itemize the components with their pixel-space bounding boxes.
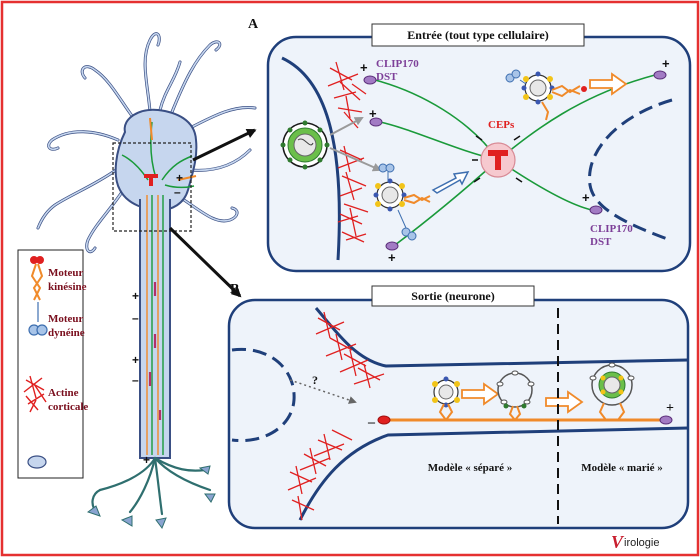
legend-dynein-line2: dynéine — [48, 327, 85, 339]
panel-b-model-separe: Modèle « séparé » — [428, 462, 513, 474]
panel-a-plus-2: + — [369, 106, 377, 121]
panel-a-clip-top-2: DST — [376, 71, 398, 83]
axon — [139, 199, 171, 459]
axon-minus-2: – — [132, 373, 139, 387]
legend-dynein-icon — [28, 302, 48, 336]
panel-a-actin — [327, 61, 369, 243]
panel-b-title-box — [371, 285, 535, 307]
panel-a-ceps-label: CEPs — [488, 119, 515, 131]
soma-kinesin-tracks — [149, 117, 197, 181]
soma-plus: + — [176, 171, 183, 185]
axon-polarity-signs: + – + – + + – — [132, 171, 183, 467]
panel-b-vesicle-1 — [496, 370, 535, 421]
soma-inset-box — [112, 142, 192, 232]
panel-a-signs: + + + + + — [360, 56, 670, 265]
legend: Moteur kinésine Moteur dynéine Actine co… — [17, 249, 88, 479]
panel-b-hollow-arrow-2 — [545, 390, 584, 414]
legend-actin-icon — [23, 375, 47, 413]
arrow-to-panel-a — [192, 128, 257, 162]
panel-b-model-marie: Modèle « marié » — [581, 462, 663, 474]
panel-a-centrosome — [472, 135, 523, 183]
soma-centrosome — [144, 174, 158, 186]
legend-actin-line1: Actine — [48, 387, 79, 399]
panel-a-hollow-arrow-orange — [589, 72, 628, 96]
panel-b-minus-end-cap — [377, 415, 391, 425]
axon-minus-1: – — [132, 311, 139, 325]
panel-a-membrane-left — [281, 56, 341, 261]
virologie-logo: V irologie — [611, 532, 659, 552]
panel-b-plus-end-cap — [659, 415, 673, 425]
panel-a-gray-arrow-2 — [329, 147, 382, 172]
panel-b-minus: – — [367, 415, 376, 430]
legend-kinesin-icon — [30, 256, 44, 301]
panel-a-capsid-upper — [505, 69, 587, 121]
panel-b-hollow-arrow-1 — [461, 382, 500, 406]
logo-initial: V — [611, 532, 625, 552]
legend-dynein-line1: Moteur — [48, 313, 84, 325]
panel-b: B Sortie (neurone) ? – + — [227, 282, 690, 530]
soma — [114, 108, 198, 212]
panel-b-frame — [227, 298, 690, 530]
neuron: + – + – + + – — [36, 32, 257, 530]
panel-a-plus-5: + — [582, 190, 590, 205]
axon-microtubules — [146, 195, 164, 455]
soma-axon-join — [141, 198, 169, 212]
panel-b-nucleus — [231, 347, 296, 443]
panel-a-clip-tips — [363, 70, 667, 251]
panel-a: A Entrée (tout type cellulaire) — [248, 17, 692, 273]
panel-b-married-particle — [589, 362, 635, 421]
panel-b-letter: B — [230, 282, 239, 297]
panel-a-title: Entrée (tout type cellulaire) — [407, 28, 548, 42]
axon-cargo — [148, 282, 162, 420]
axon-terminals — [91, 456, 212, 516]
panel-a-title-box — [371, 23, 585, 47]
panel-b-dotted-arrow — [289, 379, 357, 404]
legend-kinesin-line1: Moteur — [48, 267, 84, 279]
axon-plus-3: + — [143, 453, 150, 467]
panel-a-plus-3: + — [388, 250, 396, 265]
panel-a-nucleus — [588, 98, 673, 242]
panel-a-capsid-lower — [373, 163, 431, 241]
synaptic-boutons — [86, 465, 216, 530]
legend-actin-line2: corticale — [48, 401, 88, 413]
panel-a-clip-bottom-1: CLIP170 — [590, 223, 633, 235]
legend-box — [17, 249, 84, 479]
panel-b-membrane-bottom — [298, 426, 689, 521]
panel-a-hollow-arrow-blue — [431, 171, 470, 194]
legend-kinesin-line2: kinésine — [48, 281, 87, 293]
panel-a-virion-outside — [280, 120, 330, 170]
panel-a-gray-arrow-1 — [329, 117, 364, 136]
logo-rest: irologie — [624, 537, 659, 549]
dendrites-fill — [37, 32, 256, 253]
panel-b-plus: + — [666, 401, 674, 416]
panel-b-actin — [287, 311, 385, 521]
panel-a-letter: A — [248, 17, 259, 32]
panel-a-clip-top-1: CLIP170 — [376, 58, 419, 70]
arrow-to-panel-b — [168, 226, 242, 298]
panel-a-plus-1: + — [360, 60, 368, 75]
panel-a-clip-bottom-2: DST — [590, 236, 612, 248]
panel-b-capsid-1 — [432, 376, 460, 421]
axon-plus-1: + — [132, 289, 139, 303]
panel-b-question: ? — [312, 373, 318, 387]
axon-plus-2: + — [132, 353, 139, 367]
soma-minus: – — [174, 185, 181, 199]
legend-vesicle-icon — [27, 455, 47, 469]
panel-b-title: Sortie (neurone) — [411, 289, 494, 303]
panel-a-plus-4: + — [662, 56, 670, 71]
